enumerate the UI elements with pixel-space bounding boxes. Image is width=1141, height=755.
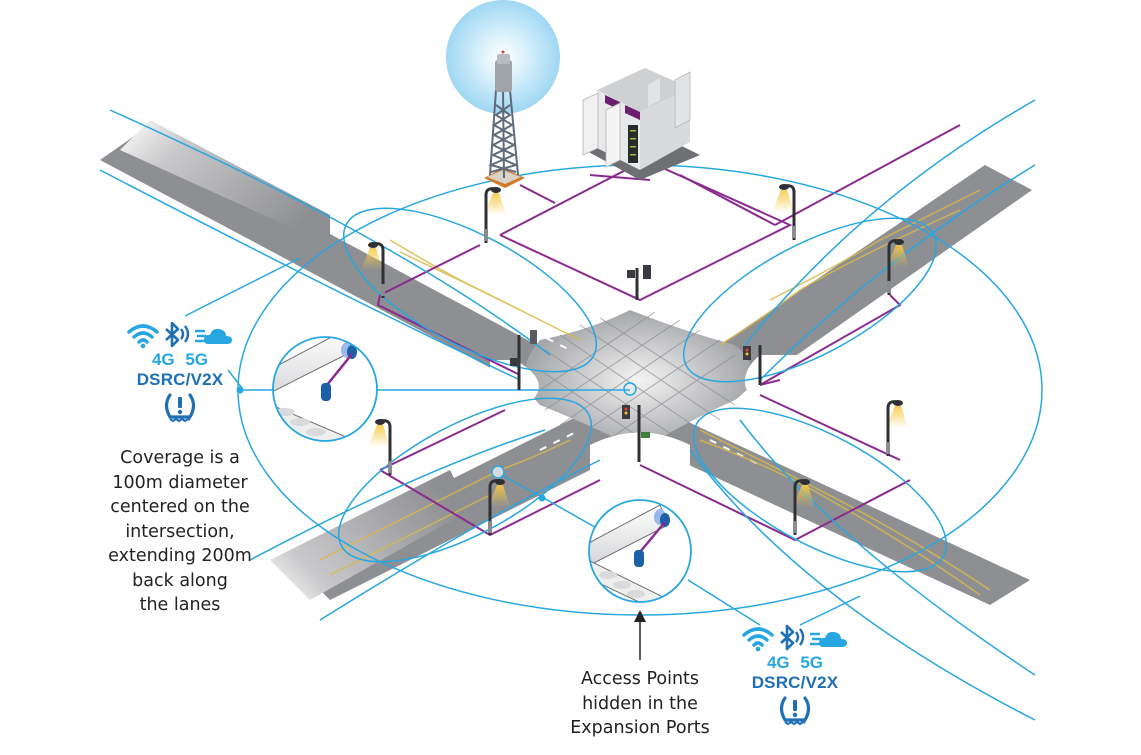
tire-pressure-icon [779, 696, 811, 726]
traffic-signal-poles [510, 265, 762, 462]
coverage-note-line: 100m diameter [112, 472, 248, 493]
cloud-icon [810, 631, 847, 647]
bluetooth-icon [780, 624, 805, 651]
traffic-pole-north [627, 265, 651, 300]
wifi-icon [742, 627, 774, 652]
coverage-note-line: centered on the [110, 497, 250, 517]
street-light [368, 419, 392, 475]
intersection-crosswalk [490, 285, 800, 470]
coverage-note-line: intersection, [125, 521, 235, 542]
street-light [488, 479, 510, 535]
coverage-note-line: the lanes [139, 595, 221, 615]
street-light [361, 242, 385, 298]
wifi-icon [127, 324, 159, 349]
connector-dot [236, 386, 244, 394]
coverage-note-line: extending 200m [108, 546, 252, 566]
lane-coverage-se [692, 407, 948, 573]
access-point-sw [491, 465, 505, 479]
inset-magnifier-left [272, 336, 378, 442]
traffic-pole-east [743, 345, 762, 385]
access-point-note-line: hidden in the [582, 693, 698, 714]
street-light [793, 479, 815, 535]
bluetooth-icon [165, 321, 190, 348]
traffic-pole-west [510, 330, 537, 390]
street-light [886, 400, 908, 456]
street-light [484, 187, 506, 243]
access-point-note: Access Points hidden in the Expansion Po… [555, 667, 725, 741]
cellular-generations: 4G 5G [766, 653, 824, 672]
cell-tower [446, 0, 560, 188]
lane-coverage-ne [682, 217, 938, 383]
cloud-icon [195, 328, 232, 344]
coverage-note-line: Coverage is a [120, 448, 240, 468]
v2x-protocol: DSRC/V2X [136, 370, 224, 389]
access-point-note-line: Expansion Ports [570, 718, 710, 738]
coverage-note: Coverage is a 100m diameter centered on … [95, 446, 265, 618]
cellular-generations: 4G 5G [151, 350, 209, 369]
protocol-badge-left: 4G 5G DSRC/V2X [112, 320, 248, 424]
protocol-badge-right: 4G 5G DSRC/V2X [727, 623, 863, 727]
access-point-note-line: Access Points [580, 669, 700, 689]
access-point-arrow [634, 610, 646, 660]
traffic-pole-south [622, 405, 650, 462]
street-light [887, 239, 909, 295]
inset-magnifier-bottom [588, 499, 692, 603]
coverage-note-line: back along [132, 570, 228, 591]
lane-coverage-nw [342, 207, 598, 373]
access-point-center [623, 382, 637, 396]
street-light [772, 184, 796, 240]
connector-dot [538, 494, 546, 502]
equipment-cabinet [582, 68, 700, 180]
v2x-protocol: DSRC/V2X [751, 673, 839, 692]
street-lights [361, 184, 909, 535]
tire-pressure-icon [164, 393, 196, 423]
